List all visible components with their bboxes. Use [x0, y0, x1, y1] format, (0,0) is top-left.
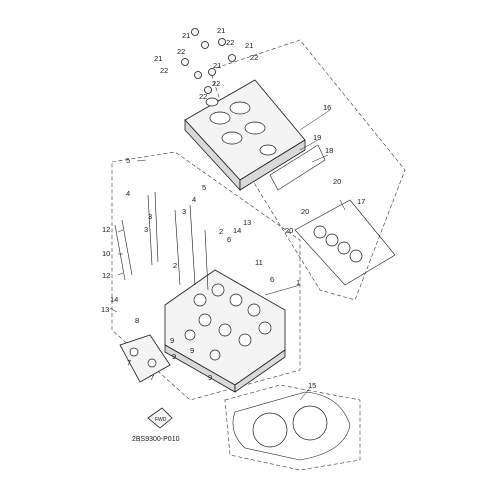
callout-18: 18 — [325, 146, 333, 155]
callout-9a: 9 — [170, 336, 174, 345]
diagram-code: 2BS9300-P010 — [132, 436, 180, 443]
callout-20b: 20 — [301, 207, 309, 216]
callout-21e: 21 — [213, 61, 221, 70]
callout-9d: 9 — [208, 373, 212, 382]
callout-21b: 21 — [217, 26, 225, 35]
cylinder-head-cover — [184, 79, 306, 192]
cover-gasket — [269, 144, 326, 191]
callout-14b: 14 — [110, 295, 118, 304]
fwd-arrow: FWD — [147, 407, 173, 429]
callout-5a: 5 — [126, 156, 130, 165]
callout-21c: 21 — [245, 41, 253, 50]
callout-2b: 2 — [219, 227, 223, 236]
callout-7a: 7 — [127, 358, 131, 367]
callout-22d: 22 — [160, 66, 168, 75]
callout-8: 8 — [135, 316, 139, 325]
head-group-outline — [111, 151, 301, 401]
stud-bolts — [114, 191, 209, 291]
callout-22b: 22 — [226, 38, 234, 47]
head-cover-group-outline — [209, 39, 406, 301]
callout-6a: 6 — [227, 235, 231, 244]
gasket-group-outline — [224, 384, 361, 471]
callout-20a: 20 — [333, 177, 341, 186]
callout-6b: 6 — [270, 275, 274, 284]
callout-3b: 3 — [144, 225, 148, 234]
callout-4a: 4 — [126, 189, 130, 198]
callout-4b: 4 — [192, 195, 196, 204]
callout-10: 10 — [102, 249, 110, 258]
callout-22c: 22 — [250, 53, 258, 62]
callout-22e: 22 — [212, 79, 220, 88]
callout-11: 11 — [255, 258, 263, 267]
cover-bolts-cluster — [181, 28, 236, 94]
callout-12a: 12 — [102, 225, 110, 234]
cylinder-head-gasket — [232, 391, 351, 461]
callout-19: 19 — [313, 133, 321, 142]
callout-17: 17 — [357, 197, 365, 206]
callout-2a: 2 — [173, 261, 177, 270]
callout-13b: 13 — [101, 305, 109, 314]
callout-22f: 22 — [199, 92, 207, 101]
callout-16: 16 — [323, 103, 331, 112]
callout-22a: 22 — [177, 47, 185, 56]
callout-9b: 9 — [190, 346, 194, 355]
callout-12b: 12 — [102, 271, 110, 280]
callout-labels: 1 2 2 3 3 3 4 4 5 5 6 6 7 7 8 9 9 9 9 10… — [101, 26, 365, 390]
callout-5b: 5 — [202, 183, 206, 192]
leader-lines — [109, 109, 346, 401]
callout-3a: 3 — [148, 212, 152, 221]
callout-3c: 3 — [182, 207, 186, 216]
callout-9c: 9 — [172, 352, 176, 361]
callout-1: 1 — [296, 278, 300, 287]
intake-joint — [119, 334, 171, 383]
callout-15: 15 — [308, 381, 316, 390]
callout-21a: 21 — [182, 31, 190, 40]
callout-21d: 21 — [154, 54, 162, 63]
callout-20c: 20 — [285, 226, 293, 235]
fwd-arrow-label: FWD — [155, 417, 167, 423]
cylinder-head — [164, 269, 286, 393]
callout-7b: 7 — [150, 373, 154, 382]
cover-seal — [294, 199, 396, 286]
callout-14a: 14 — [233, 226, 241, 235]
callout-13a: 13 — [243, 218, 251, 227]
